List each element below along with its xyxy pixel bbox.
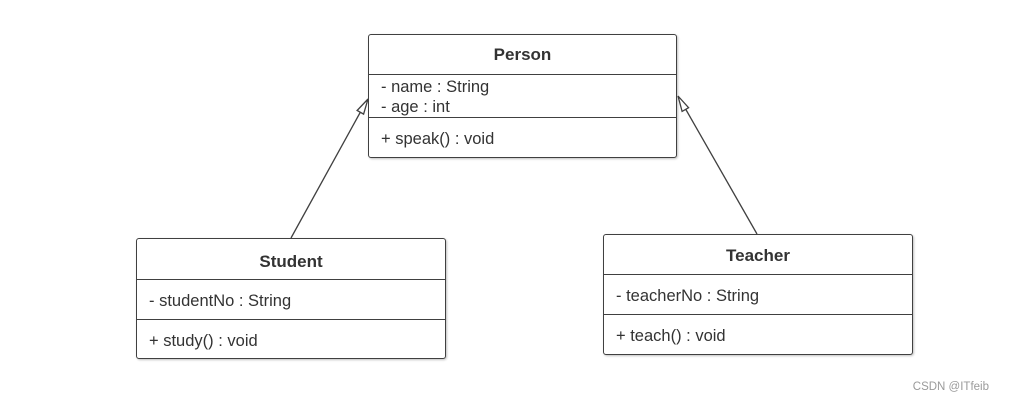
student-operations: + study() : void (137, 320, 445, 358)
teacher-generalization-line (684, 107, 758, 235)
person-class: Person - name : String - age : int + spe… (368, 34, 677, 158)
student-class: Student - studentNo : String + study() :… (136, 238, 446, 359)
student-operation-study: + study() : void (149, 332, 258, 350)
student-generalization-line (290, 110, 362, 239)
person-attribute-name: - name : String (381, 78, 490, 96)
student-attribute-studentno: - studentNo : String (149, 292, 292, 310)
teacher-class-name: Teacher (604, 235, 912, 275)
watermark: CSDN @ITfeib (912, 381, 989, 393)
teacher-generalization-arrowhead (677, 95, 690, 113)
person-operation-speak: + speak() : void (381, 130, 495, 148)
teacher-attribute-teacherno: - teacherNo : String (616, 287, 760, 305)
teacher-class: Teacher - teacherNo : String + teach() :… (603, 234, 913, 355)
student-attributes: - studentNo : String (137, 280, 445, 320)
person-class-name: Person (369, 35, 676, 75)
teacher-attributes: - teacherNo : String (604, 275, 912, 315)
student-class-name: Student (137, 239, 445, 280)
person-operations: + speak() : void (369, 118, 676, 157)
person-attribute-age: - age : int (381, 98, 450, 116)
person-attributes: - name : String - age : int (369, 75, 676, 118)
student-generalization-arrowhead (356, 98, 369, 116)
teacher-operation-teach: + teach() : void (616, 327, 726, 345)
teacher-operations: + teach() : void (604, 315, 912, 354)
